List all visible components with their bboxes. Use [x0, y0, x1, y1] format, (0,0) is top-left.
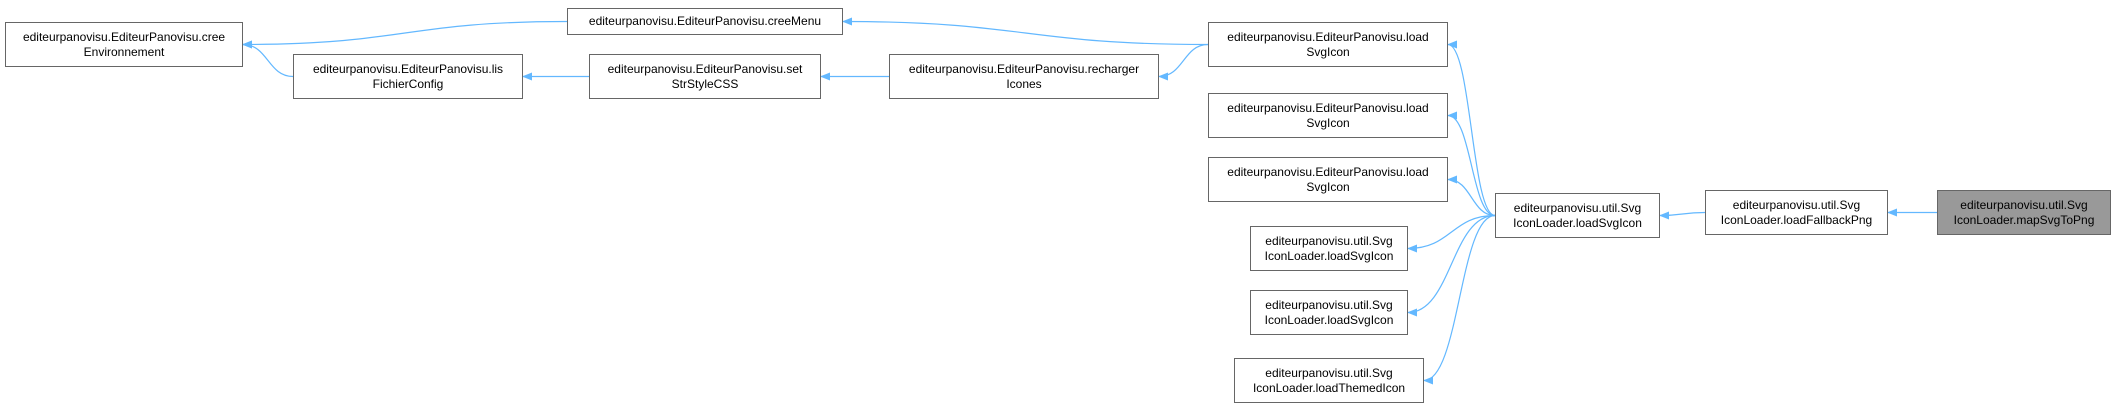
- call-edge: [1407, 214, 1496, 317]
- node-lis-fichier-config[interactable]: editeurpanovisu.EditeurPanovisu.lis Fich…: [293, 54, 523, 99]
- call-edge: [1447, 175, 1496, 217]
- call-edge: [842, 17, 1209, 46]
- node-label-line: SvgIcon: [1306, 115, 1350, 130]
- call-edge: [1407, 214, 1496, 253]
- node-load-svg-icon-2[interactable]: editeurpanovisu.EditeurPanovisu.load Svg…: [1208, 93, 1448, 138]
- node-label-line: editeurpanovisu.EditeurPanovisu.load: [1227, 29, 1429, 44]
- call-edge: [1659, 211, 1706, 220]
- call-edge: [242, 40, 294, 78]
- node-label-line: SvgIcon: [1306, 179, 1350, 194]
- node-load-svg-icon-3[interactable]: editeurpanovisu.EditeurPanovisu.load Svg…: [1208, 157, 1448, 202]
- node-label-line: editeurpanovisu.util.Svg: [1265, 233, 1393, 248]
- node-util-load-themed-icon[interactable]: editeurpanovisu.util.Svg IconLoader.load…: [1234, 358, 1424, 403]
- node-label-line: editeurpanovisu.EditeurPanovisu.load: [1227, 164, 1429, 179]
- node-util-load-svg-icon-a[interactable]: editeurpanovisu.util.Svg IconLoader.load…: [1250, 226, 1408, 271]
- node-label-line: IconLoader.loadFallbackPng: [1720, 212, 1873, 227]
- node-label-line: editeurpanovisu.EditeurPanovisu.cree: [22, 29, 226, 44]
- node-label-line: editeurpanovisu.util.Svg: [1513, 200, 1642, 215]
- node-cree-menu[interactable]: editeurpanovisu.EditeurPanovisu.creeMenu: [567, 8, 843, 35]
- node-label-line: editeurpanovisu.util.Svg: [1265, 365, 1393, 380]
- node-load-svg-icon-1[interactable]: editeurpanovisu.EditeurPanovisu.load Svg…: [1208, 22, 1448, 67]
- node-util-load-svg-icon-b[interactable]: editeurpanovisu.util.Svg IconLoader.load…: [1250, 290, 1408, 335]
- node-label-line: IconLoader.loadSvgIcon: [1264, 248, 1394, 263]
- node-label-line: editeurpanovisu.EditeurPanovisu.lis: [312, 61, 504, 76]
- node-label-line: SvgIcon: [1306, 44, 1350, 59]
- node-label-line: IconLoader.loadSvgIcon: [1264, 312, 1394, 327]
- node-load-fallback-png[interactable]: editeurpanovisu.util.Svg IconLoader.load…: [1705, 190, 1888, 235]
- node-label-line: StrStyleCSS: [671, 76, 739, 91]
- node-label-line: FichierConfig: [372, 76, 444, 91]
- node-recharger-icones[interactable]: editeurpanovisu.EditeurPanovisu.recharge…: [889, 54, 1159, 99]
- node-label-line: editeurpanovisu.util.Svg: [1960, 197, 2088, 212]
- node-label-line: Icones: [1006, 76, 1042, 91]
- node-label-line: IconLoader.mapSvgToPng: [1953, 212, 2095, 227]
- node-label-line: editeurpanovisu.util.Svg: [1265, 297, 1393, 312]
- node-label-line: editeurpanovisu.EditeurPanovisu.set: [607, 61, 803, 76]
- node-map-svg-to-png: editeurpanovisu.util.Svg IconLoader.mapS…: [1937, 190, 2111, 235]
- call-edge: [1447, 111, 1496, 217]
- node-label-line: editeurpanovisu.EditeurPanovisu.load: [1227, 100, 1429, 115]
- node-label-line: editeurpanovisu.EditeurPanovisu.recharge…: [908, 61, 1140, 76]
- node-cree-environnement[interactable]: editeurpanovisu.EditeurPanovisu.cree Env…: [5, 22, 243, 67]
- node-label-line: editeurpanovisu.EditeurPanovisu.creeMenu: [588, 14, 822, 28]
- call-edge: [1158, 43, 1209, 81]
- node-label-line: IconLoader.loadSvgIcon: [1513, 215, 1642, 230]
- node-label-line: editeurpanovisu.util.Svg: [1732, 197, 1861, 212]
- call-edge: [1447, 40, 1496, 217]
- node-label-line: Environnement: [83, 44, 165, 59]
- node-label-line: IconLoader.loadThemedIcon: [1252, 380, 1406, 395]
- call-edge: [1423, 214, 1496, 385]
- node-util-load-svg-icon-main[interactable]: editeurpanovisu.util.Svg IconLoader.load…: [1495, 193, 1660, 238]
- call-edge: [242, 20, 568, 49]
- node-set-str-style-css[interactable]: editeurpanovisu.EditeurPanovisu.set StrS…: [589, 54, 821, 99]
